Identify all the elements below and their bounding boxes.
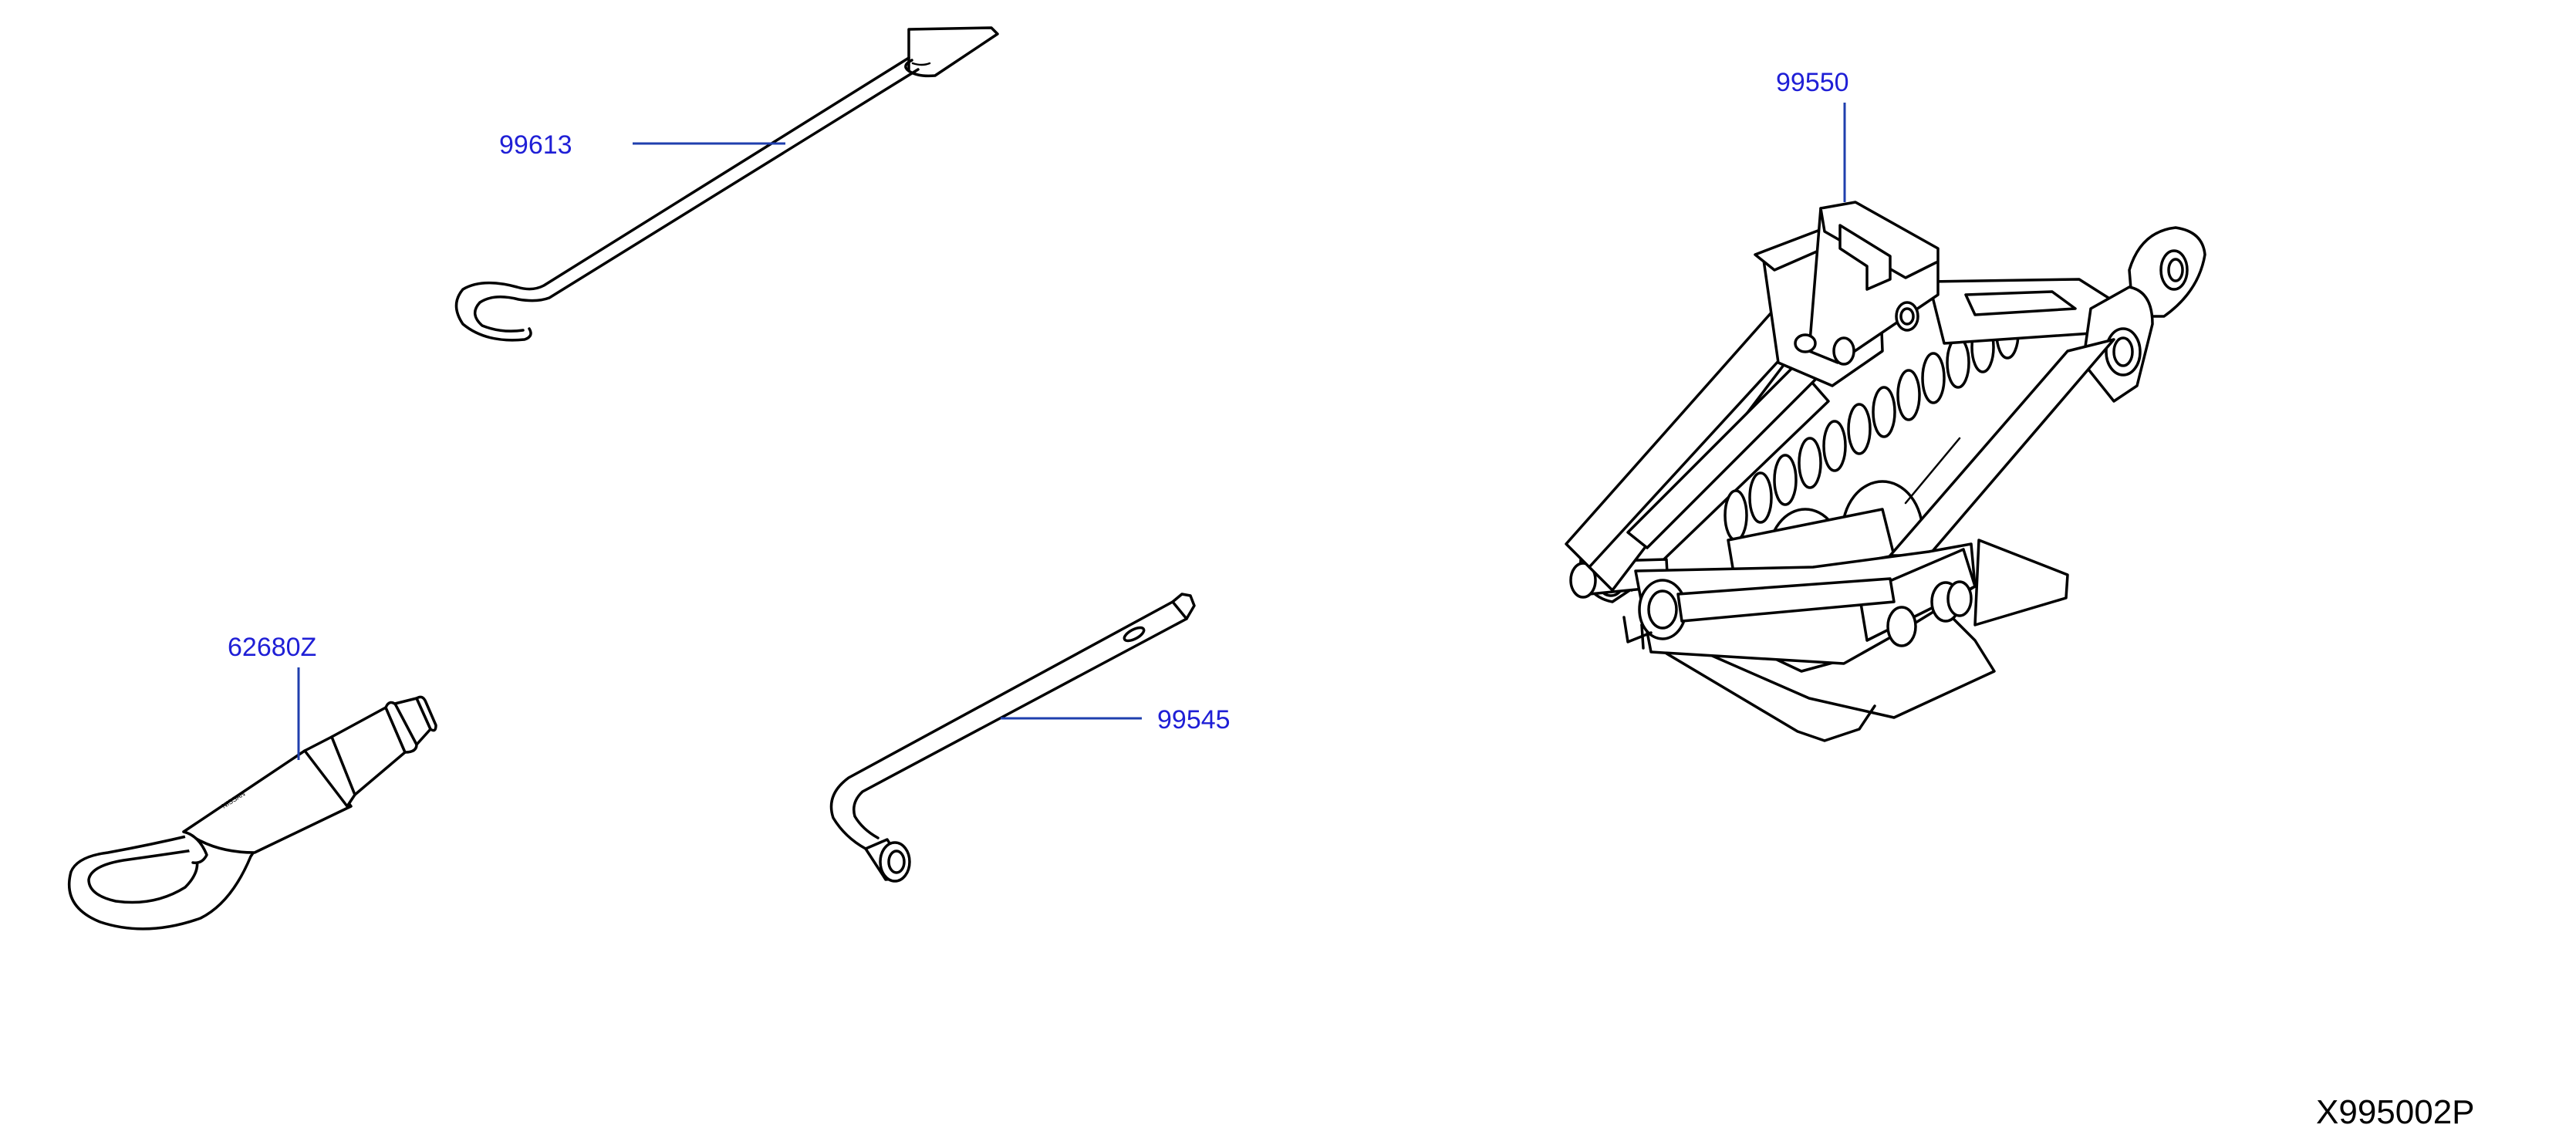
tow-hook-drawing: NISSAN bbox=[67, 695, 437, 931]
hook-rod-drawing bbox=[454, 26, 999, 342]
scissor-jack-part-number: 99550 bbox=[1776, 68, 1849, 97]
tow-hook-part-number: 62680Z bbox=[228, 633, 316, 662]
lug-wrench-part-number: 99545 bbox=[1157, 705, 1231, 735]
figure-code: X995002P bbox=[2316, 1093, 2475, 1131]
hook-rod-part-number: 99613 bbox=[499, 130, 572, 160]
scissor-jack-drawing bbox=[1565, 201, 2206, 742]
lug-wrench-drawing bbox=[829, 593, 1196, 883]
